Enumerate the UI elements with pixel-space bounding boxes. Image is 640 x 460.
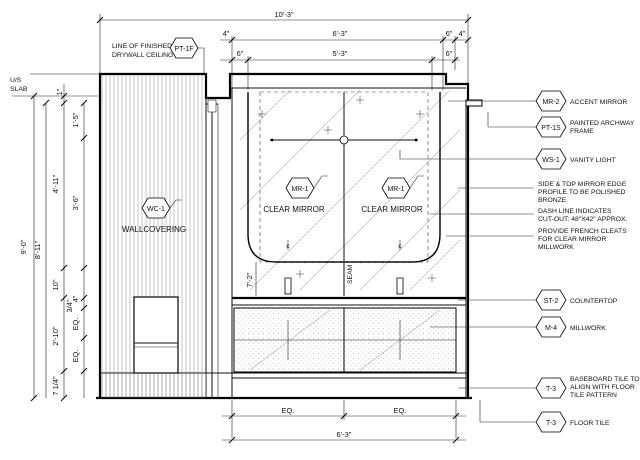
- tag-wc-1: WC-1: [147, 206, 165, 213]
- note-pt-1s-1: PAINTED ARCHWAY: [570, 120, 635, 127]
- note-cleats-2: FOR CLEAR MIRROR: [538, 236, 606, 243]
- note-t-3-2: ALIGN WITH FLOOR: [570, 384, 635, 391]
- wallcovering-tag: WC-1 WALLCOVERING: [122, 197, 186, 234]
- note-t-3-floor: FLOOR TILE: [570, 420, 610, 427]
- ceiling-note-line1: LINE OF FINISHED: [112, 43, 172, 50]
- tag-mr-1-left: MR-1: [291, 186, 308, 193]
- label-slab: SLAB: [10, 86, 28, 93]
- dim-4: 4": [71, 295, 80, 302]
- note-m-4: MILLWORK: [570, 325, 606, 332]
- ceiling-note: LINE OF FINISHED DRYWALL CEILING PT-1F: [112, 37, 205, 74]
- tag-t-3-floor: T-3: [546, 420, 556, 427]
- dim-7-2: 7'-2": [245, 272, 254, 287]
- note-t-3-3: TILE PATTERN: [570, 392, 617, 399]
- tag-mr-2: MR-2: [542, 99, 559, 106]
- right-callouts: MR-2 ACCENT MIRROR PT-1S PAINTED ARCHWAY…: [399, 90, 640, 433]
- dim-6-3-top: 6'-3": [333, 29, 348, 38]
- dim-eq-upper: EQ.: [71, 318, 80, 331]
- bottom-dimensions: EQ. EQ. 6'-3": [222, 400, 466, 444]
- svg-text:c: c: [286, 243, 290, 250]
- dim-6-left: 6": [237, 49, 244, 58]
- label-wallcovering: WALLCOVERING: [122, 225, 186, 234]
- dim-eq-bottom-right: EQ.: [394, 406, 407, 415]
- note-t-3-1: BASEBOARD TILE TO: [570, 376, 640, 383]
- note-cleats-3: MILLWORK: [538, 244, 574, 251]
- dim-6-right-2: 6": [446, 49, 453, 58]
- dim-overall-width: 10'-3": [274, 10, 293, 19]
- note-edge-2: PROFILE TO BE POLISHED: [538, 189, 625, 196]
- note-edge-1: SIDE & TOP MIRROR EDGE: [538, 181, 627, 188]
- dim-4-11: 4'-11": [51, 174, 60, 193]
- tag-ws-1: WS-1: [542, 157, 560, 164]
- note-dash-2: CUT-OUT: 48"X42" APPROX.: [538, 216, 628, 223]
- dim-8-11: 8'-11": [33, 240, 42, 259]
- tag-m-4: M-4: [545, 325, 557, 332]
- label-seam: SEAM: [347, 264, 354, 284]
- dim-eq-lower: EQ.: [71, 350, 80, 363]
- label-clear-mirror-left: CLEAR MIRROR: [263, 205, 325, 214]
- dim-4-left: 4": [223, 29, 230, 38]
- note-pt-1s-2: FRAME: [570, 128, 594, 135]
- dim-5-3: 5'-3": [333, 49, 348, 58]
- dim-7-1-4: 7 1/4": [51, 376, 60, 396]
- dim-9-0: 9'-0": [19, 239, 28, 254]
- faucets: c c: [284, 240, 404, 295]
- dim-3-6: 3'-6": [71, 195, 80, 210]
- mirror-area: CLEAR MIRROR CLEAR MIRROR SEAM 7'-2": [234, 90, 464, 296]
- note-cleats-1: PROVIDE FRENCH CLEATS: [538, 228, 627, 235]
- vanity: [232, 296, 466, 379]
- dim-6-right: 6": [446, 29, 453, 38]
- left-dimensions: U/S SLAB 9'-0" 8'-11" 1" 4'-11" 10" 2'-1…: [10, 73, 100, 402]
- ceiling-note-line2: DRYWALL CEILING: [112, 52, 173, 59]
- dim-2-10: 2'-10": [51, 326, 60, 345]
- dim-4-right: 4": [459, 29, 466, 38]
- tag-st-2: ST-2: [544, 298, 559, 305]
- svg-text:c: c: [398, 243, 402, 250]
- tag-pt-1s: PT-1S: [541, 125, 561, 132]
- tag-t-3-baseboard: T-3: [546, 386, 556, 393]
- note-st-2: COUNTERTOP: [570, 298, 618, 305]
- note-dash-1: DASH LINE INDICATES: [538, 208, 612, 215]
- label-us: U/S: [10, 77, 22, 84]
- dim-3-4: 3/4": [65, 299, 74, 312]
- dim-1: 1": [55, 88, 64, 95]
- top-dimensions: 10'-3" 4" 6'-3" 6" 4" 6" 5'-3" 6": [96, 10, 472, 100]
- tag-pt-1f: PT-1F: [174, 46, 193, 53]
- note-edge-3: BRONZE: [538, 197, 567, 204]
- tag-mr-1-right: MR-1: [387, 186, 404, 193]
- note-ws-1: VANITY LIGHT: [570, 157, 616, 164]
- dim-10: 10": [51, 279, 60, 290]
- dim-eq-bottom-left: EQ.: [282, 406, 295, 415]
- label-clear-mirror-right: CLEAR MIRROR: [361, 205, 423, 214]
- dim-6-3-bottom: 6'-3": [337, 430, 352, 439]
- note-mr-2: ACCENT MIRROR: [570, 99, 627, 106]
- dim-1-5: 1'-5": [71, 112, 80, 127]
- mirror-tags: MR-1 MR-1: [285, 175, 424, 199]
- left-wall-niche: [100, 296, 206, 398]
